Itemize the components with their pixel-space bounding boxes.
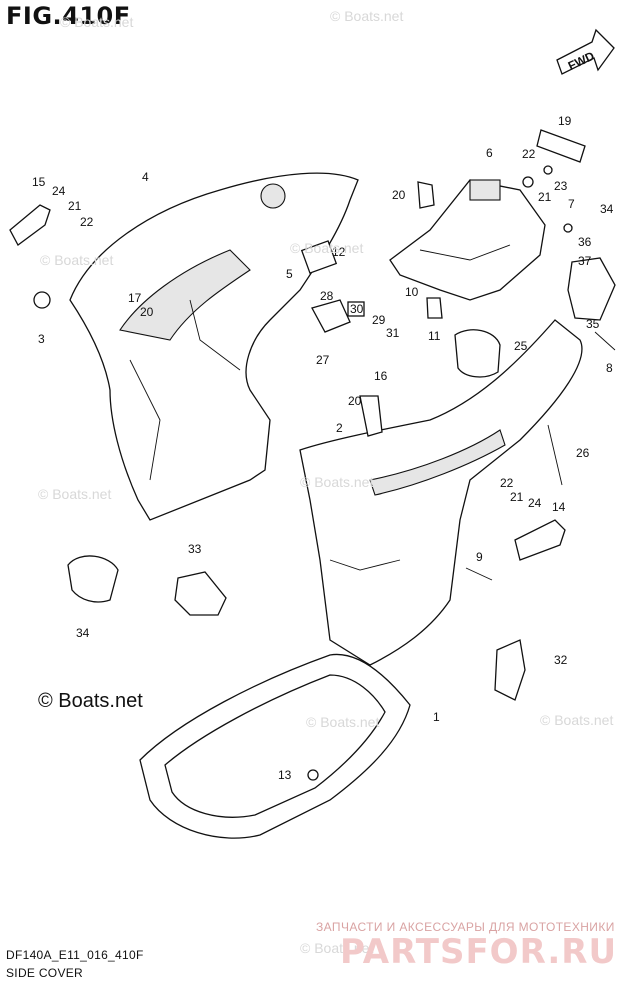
callout-22c: 22 [500, 476, 514, 490]
callout-21a: 21 [68, 199, 82, 213]
callout-15: 15 [32, 175, 46, 189]
callout-5: 5 [286, 267, 293, 281]
clip-18 [417, 181, 435, 209]
clamp-35 [567, 257, 616, 321]
callout-21b: 21 [538, 190, 552, 204]
callout-33: 33 [188, 542, 202, 556]
callout-24b: 24 [528, 496, 542, 510]
plate-5 [300, 240, 338, 274]
callout-9: 9 [476, 550, 483, 564]
watermark: © Boats.net [290, 240, 364, 256]
callout-31: 31 [386, 326, 400, 340]
callout-8: 8 [606, 361, 613, 375]
callout-34b: 34 [600, 202, 614, 216]
fwd-arrow: FWD [556, 28, 615, 75]
callout-23: 23 [554, 179, 568, 193]
washer-21 [543, 165, 553, 175]
callout-37: 37 [578, 254, 592, 268]
watermark: © Boats.net [38, 486, 112, 502]
callout-12: 12 [332, 245, 346, 259]
callout-3: 3 [38, 332, 45, 346]
fitting-30 [347, 301, 365, 317]
watermark: © Boats.net [540, 712, 614, 728]
grip-14 [514, 519, 566, 561]
seal-frame [139, 653, 411, 839]
callout-32: 32 [554, 653, 568, 667]
callout-35: 35 [586, 317, 600, 331]
watermark: © Boats.net [60, 14, 134, 30]
callout-11: 11 [428, 329, 441, 343]
boot-33 [174, 571, 227, 616]
callout-27: 27 [316, 353, 330, 367]
section-name: SIDE COVER [6, 966, 84, 980]
callout-17: 17 [128, 291, 142, 305]
plate-19 [536, 129, 586, 163]
callout-19: 19 [558, 114, 572, 128]
logo-name: PARTSFOR.RU [340, 932, 618, 972]
callout-28: 28 [320, 289, 334, 303]
logo-tagline: ЗАПЧАСТИ И АКСЕССУАРЫ ДЛЯ МОТОТЕХНИКИ [316, 920, 615, 934]
side-cover-right [299, 319, 583, 666]
callout-34a: 34 [76, 626, 90, 640]
figure-title: FIG.410F [6, 2, 131, 30]
callout-1: 1 [433, 710, 440, 724]
model-code: DF140A_E11_016_410F [6, 948, 144, 962]
callout-20c: 20 [348, 394, 362, 408]
bolt-9 [465, 567, 493, 581]
callout-30: 30 [350, 302, 364, 316]
callout-24a: 24 [52, 184, 66, 198]
small-parts [9, 129, 616, 781]
cap-13 [307, 769, 319, 781]
side-cover-left [69, 172, 359, 521]
callout-6: 6 [486, 146, 493, 160]
tie-26 [547, 424, 563, 486]
callout-labels: 1 2 3 4 5 6 7 8 9 10 11 12 13 14 15 16 1… [32, 114, 614, 782]
callout-2: 2 [336, 421, 343, 435]
callout-16: 16 [374, 369, 388, 383]
watermark: © Boats.net [330, 8, 404, 24]
watermark: © Boats.net [306, 714, 380, 730]
holder-32 [494, 639, 526, 701]
callout-7: 7 [568, 197, 575, 211]
watermark: © Boats.net [40, 252, 114, 268]
grip-15 [9, 204, 51, 246]
washer-22 [522, 176, 534, 188]
callout-22a: 22 [80, 215, 94, 229]
upper-bracket [389, 179, 546, 301]
sleeve-34 [67, 555, 119, 603]
callout-14: 14 [552, 500, 566, 514]
callout-36: 36 [578, 235, 592, 249]
bracket-28 [311, 299, 351, 333]
callout-25: 25 [514, 339, 528, 353]
bracket-16 [359, 395, 383, 437]
callout-10: 10 [405, 285, 419, 299]
grommet-3 [33, 291, 51, 309]
bolt-8 [594, 331, 616, 351]
copyright-notice: © Boats.net [38, 690, 143, 712]
callout-20b: 20 [140, 305, 154, 319]
watermark: © Boats.net [300, 474, 374, 490]
svg-text:FWD: FWD [566, 49, 597, 73]
grommet-11 [426, 297, 443, 319]
callout-13: 13 [278, 768, 292, 782]
callout-21c: 21 [510, 490, 524, 504]
callout-26: 26 [576, 446, 590, 460]
callout-22b: 22 [522, 147, 536, 161]
callout-20a: 20 [392, 188, 406, 202]
callout-4: 4 [142, 170, 149, 184]
watermark: © Boats.net [300, 940, 374, 956]
plug-25 [454, 329, 501, 378]
callout-29: 29 [372, 313, 386, 327]
screw-7 [563, 223, 573, 233]
